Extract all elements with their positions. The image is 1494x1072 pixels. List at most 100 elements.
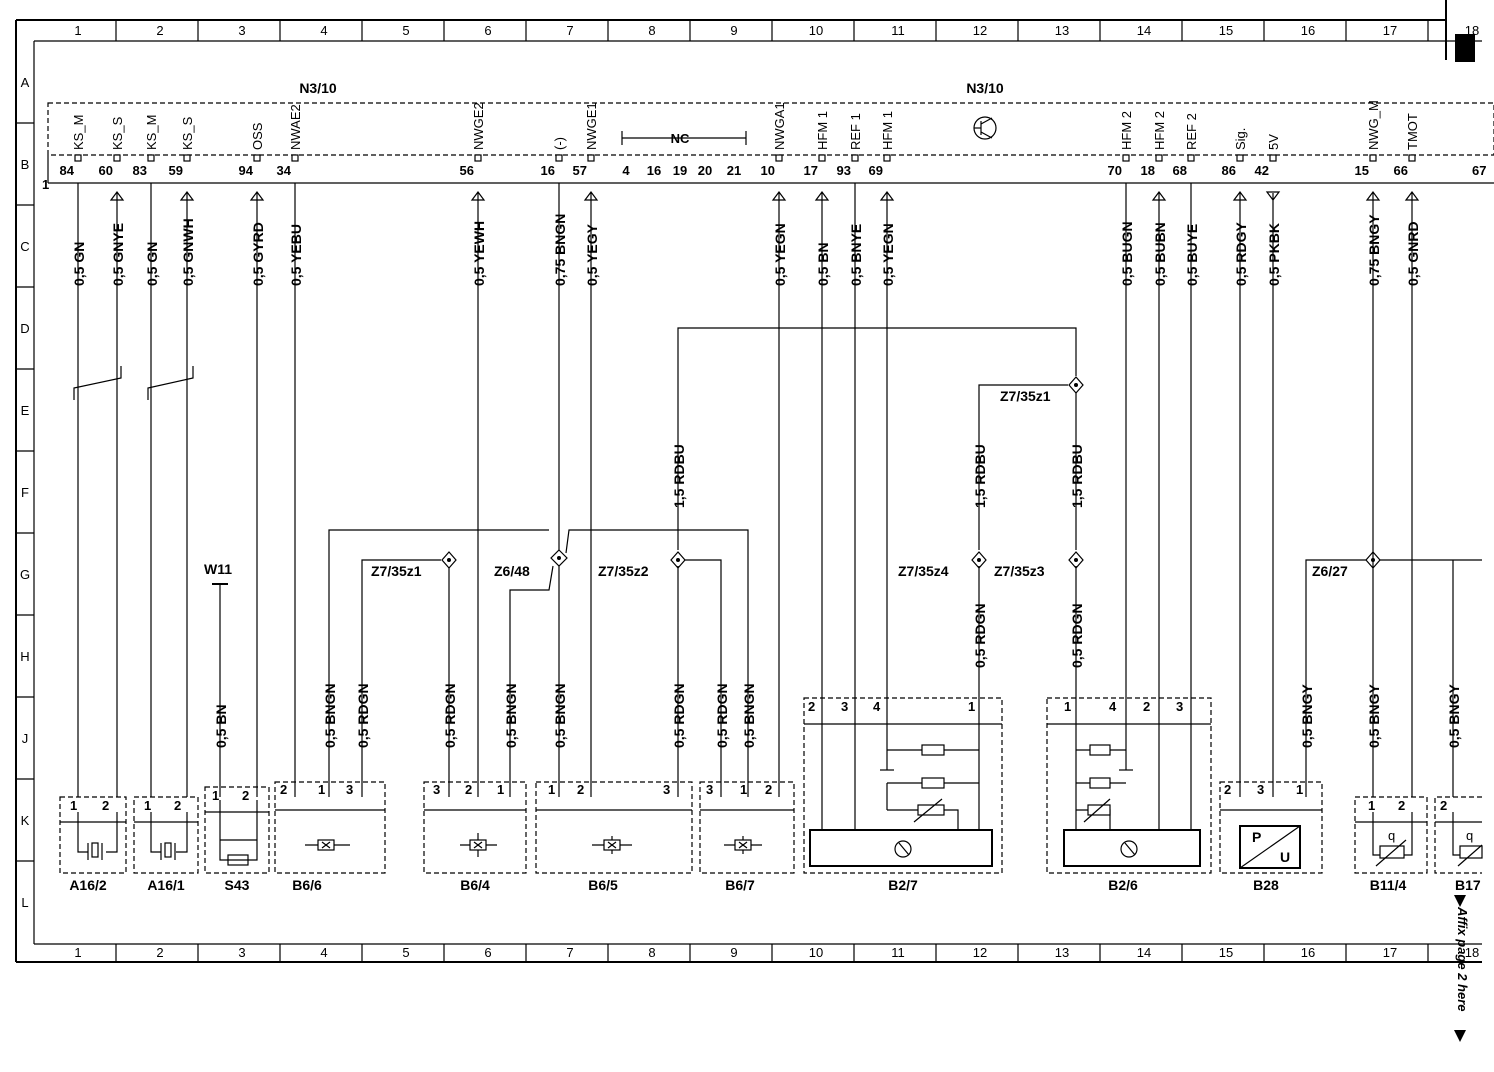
column-number-bottom: 3 [238,945,245,960]
components: 1 2 A16/2 1 2 A16/1 1 2 [59,697,1483,893]
ecu-label-left: N3/10 [299,80,337,96]
splice-z7-35z3 [1068,551,1084,569]
ecu-wire-label: 0,5 GYRD [250,222,266,286]
label-b6-5: B6/5 [588,877,618,893]
ecu-edge-pin-left: 1 [42,177,49,192]
b28-p-symbol: P [1252,829,1261,845]
row-letter: H [20,649,29,664]
ecu-wire-label: 0,5 RDGY [1233,222,1249,286]
component-b6-4: 3 2 1 B6/4 [423,781,527,893]
label-w11: W11 [204,561,232,577]
ecu-pin-name: REF 1 [848,113,863,150]
ecu-pin-row: 84KS_M60KS_S83KS_M59KS_S94OSS34NWAE256NW… [60,100,1420,201]
component-b17: 2 q B17 [1434,796,1483,893]
ecu-pin-number: 70 [1108,163,1122,178]
column-number-top: 13 [1055,23,1069,38]
column-number-bottom: 14 [1137,945,1151,960]
ecu-pin-name: (-) [552,137,567,150]
column-number-top: 15 [1219,23,1233,38]
column-number-bottom: 17 [1383,945,1397,960]
column-number-bottom: 7 [566,945,573,960]
label-b2-7: B2/7 [888,877,918,893]
ecu-pin-name: HFM 2 [1152,111,1167,150]
column-number-top: 7 [566,23,573,38]
ecu-wire-label: 0,5 BUBN [1152,222,1168,286]
pin-b2-7-4: 4 [873,699,881,714]
component-b6-7: 3 1 2 B6/7 [699,781,795,893]
nc-label: NC [671,131,690,146]
affix-arrow-top-icon [1454,895,1466,907]
column-number-top: 12 [973,23,987,38]
column-number-top: 2 [156,23,163,38]
splice-points [441,376,1381,569]
b28-u-symbol: U [1280,849,1290,865]
row-letter: K [21,813,30,828]
ecu-pin-number: 94 [239,163,254,178]
row-letter: F [21,485,29,500]
nc-pin-number: 21 [727,163,741,178]
ecu-wire-label: 0,5 BUYE [1184,224,1200,286]
air-mass-sensor-icon [1120,840,1138,858]
ecu-pin-name: NWAE2 [288,104,303,150]
ecu-pin-name: 5V [1266,134,1281,150]
ecu-pin-number: 59 [169,163,183,178]
label-z7-35z1-left: Z7/35z1 [371,563,422,579]
column-number-top: 4 [320,23,327,38]
component-b6-5: 1 2 3 B6/5 [535,781,693,893]
hall-sensor-icon [724,836,762,854]
column-number-bottom: 2 [156,945,163,960]
label-z7-35z2: Z7/35z2 [598,563,649,579]
label-a16-2: A16/2 [69,877,107,893]
ecu-pin-number: 66 [1394,163,1408,178]
row-letter: B [21,157,30,172]
wire-label-bn-w11: 0,5 BN [213,704,229,748]
ecu-pin-number: 69 [869,163,883,178]
pin-a16-1-1: 1 [144,798,151,813]
ecu-pin-name: KS_S [110,116,125,150]
column-number-bottom: 1 [74,945,81,960]
splice-labels: Z7/35z1 Z7/35z1 Z6/48 Z7/35z2 Z7/35z4 Z7… [204,388,1348,579]
label-z7-35z1-upper: Z7/35z1 [1000,388,1051,404]
ecu-wire-label: 0,5 GN [144,242,160,286]
wire-label-rdbu-right: 1,5 RDBU [1069,444,1085,508]
label-s43: S43 [225,877,250,893]
label-z7-35z4: Z7/35z4 [898,563,949,579]
b17-q-symbol: q [1466,828,1473,843]
hall-sensor-icon [305,839,350,851]
column-number-top: 14 [1137,23,1151,38]
ecu-pin-name: NWGA1 [772,102,787,150]
pin-a16-2-1: 1 [70,798,77,813]
nc-pin-number: 19 [673,163,687,178]
wire-label-b65-rdgn: 0,5 RDGN [671,683,687,748]
splice-z7-35z4 [971,551,987,569]
wire-label-b64-bngn: 0,5 BNGN [503,683,519,748]
wire-label-b114-bngy: 0,5 BNGY [1366,684,1382,748]
diagram-frame [15,0,1482,963]
nc-pin-number: 4 [622,163,630,178]
column-number-bottom: 6 [484,945,491,960]
wire-label-b64-rdgn: 0,5 RDGN [442,683,458,748]
column-number-bottom: 13 [1055,945,1069,960]
column-number-bottom: 5 [402,945,409,960]
ecu-label-right: N3/10 [966,80,1004,96]
column-number-top: 9 [730,23,737,38]
column-number-bottom: 12 [973,945,987,960]
ecu-pin-name: TMOT [1405,113,1420,150]
ecu-pin-name: HFM 2 [1119,111,1134,150]
splice-z7-35z2 [670,551,686,569]
wire-label-b66-bngn: 0,5 BNGN [322,683,338,748]
column-number-top: 17 [1383,23,1397,38]
ecu-pin-name: HFM 1 [815,111,830,150]
ecu-pin: 70 HFM 2 [1108,111,1134,193]
wire-label-b67-rdgn: 0,5 RDGN [714,683,730,748]
ecu-wire-label: 0,5 YEGN [880,223,896,286]
column-number-bottom: 10 [809,945,823,960]
column-number-bottom: 9 [730,945,737,960]
